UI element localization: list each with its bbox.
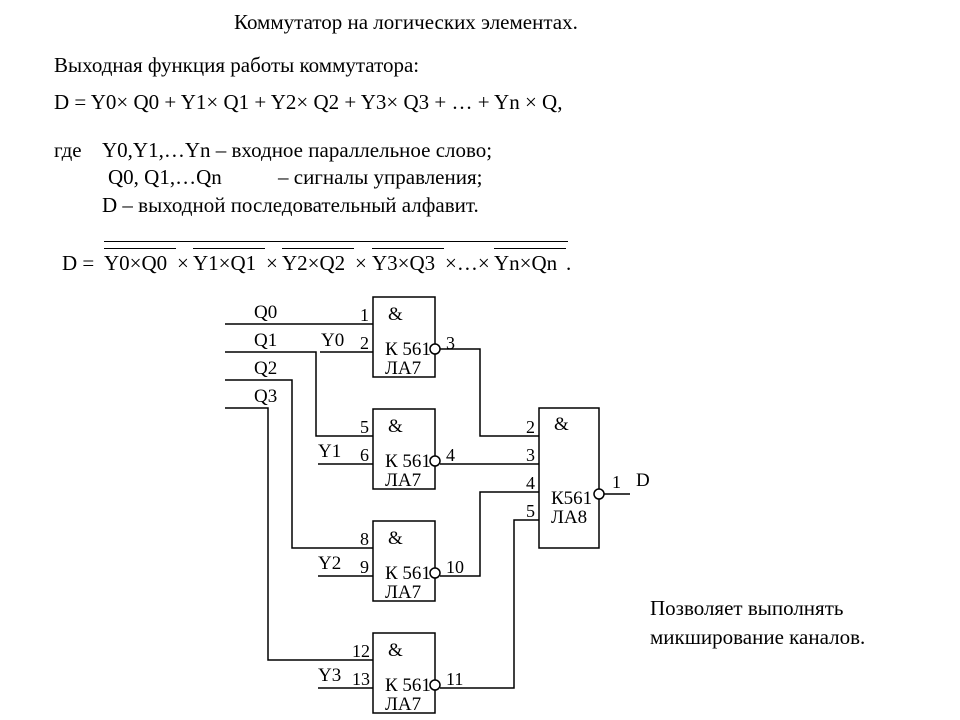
eq2-term-0: Y0×Q0 — [104, 251, 168, 275]
term-overline — [104, 248, 176, 249]
eq2-term-3: × — [266, 251, 278, 275]
gate-4-pin-out: 11 — [446, 669, 463, 689]
equation-1: D = Y0× Q0 + Y1× Q1 + Y2× Q2 + Y3× Q3 + … — [54, 90, 563, 114]
note-line-1: Позволяет выполнять — [650, 596, 844, 620]
output-gate-symbol: & — [554, 414, 569, 435]
inversion-bubble — [429, 567, 441, 579]
inversion-bubble — [593, 488, 605, 500]
intro-text: Выходная функция работы коммутатора: — [54, 53, 420, 77]
gate-1-pin-b: 2 — [360, 333, 369, 353]
output-gate — [538, 407, 600, 549]
gate-4-pin-a: 12 — [352, 641, 370, 661]
gate-2-chip-name: К 561 — [385, 451, 431, 472]
eq2-term-1: × — [177, 251, 189, 275]
gate-1-pin-out: 3 — [446, 333, 455, 353]
eq2-term-6: Y3×Q3 — [372, 251, 436, 275]
gate-3-chip-name: К 561 — [385, 563, 431, 584]
equation-2-lhs: D = — [62, 251, 95, 275]
q2-wire — [225, 379, 373, 549]
eq2-term-2: Y1×Q1 — [193, 251, 257, 275]
eq2-term-4: Y2×Q2 — [282, 251, 346, 275]
gate-2-pin-b: 6 — [360, 445, 369, 465]
gate-3-pin-a: 8 — [360, 529, 369, 549]
q3-label: Q3 — [254, 386, 277, 407]
gate-1-output-wire — [440, 348, 539, 437]
note-line-2: микширование каналов. — [650, 625, 866, 649]
page-title: Коммутатор на логических элементах. — [234, 10, 578, 34]
gate-3-pin-b: 9 — [360, 557, 369, 577]
gate-2-pin-a: 5 — [360, 417, 369, 437]
eq2-term-7: ×…× — [445, 251, 490, 275]
y2-label: Y2 — [318, 553, 341, 574]
where-label: где — [54, 138, 82, 162]
eq2-term-8: Yn×Qn — [494, 251, 558, 275]
gate-2-pin-out: 4 — [446, 445, 455, 465]
nand-gate-1 — [372, 296, 436, 378]
definition-line-2-left: Q0, Q1,…Qn — [108, 165, 222, 189]
output-gate-pin-4: 4 — [526, 473, 535, 493]
nand-gate-3 — [372, 520, 436, 602]
definition-line-1: Y0,Y1,…Yn – входное параллельное слово; — [102, 138, 493, 162]
y3-label: Y3 — [318, 665, 341, 686]
gate-1-chip-type: ЛА7 — [385, 358, 421, 379]
inversion-bubble — [429, 343, 441, 355]
output-gate-pin-5: 5 — [526, 501, 535, 521]
term-overline — [372, 248, 444, 249]
y1-label: Y1 — [318, 441, 341, 462]
inversion-bubble — [429, 455, 441, 467]
term-overline — [193, 248, 265, 249]
term-overline — [494, 248, 566, 249]
inversion-bubble — [429, 679, 441, 691]
output-label: D — [636, 470, 650, 491]
q0-label: Q0 — [254, 302, 277, 323]
gate-1-pin-a: 1 — [360, 305, 369, 325]
gate-4-chip-name: К 561 — [385, 675, 431, 696]
q2-label: Q2 — [254, 358, 277, 379]
gate-4-symbol: & — [388, 640, 403, 661]
eq2-term-9: . — [566, 251, 572, 275]
gate-1-symbol: & — [388, 304, 403, 325]
output-gate-pin-3: 3 — [526, 445, 535, 465]
gate-4-output-wire — [440, 519, 539, 689]
output-gate-chip-name: К561 — [551, 488, 592, 509]
definition-line-3: D – выходной последовательный алфавит. — [102, 193, 479, 217]
definition-line-2-right: – сигналы управления; — [278, 165, 483, 189]
gate-4-chip-type: ЛА7 — [385, 694, 421, 715]
output-gate-chip-type: ЛА8 — [551, 507, 587, 528]
q1-label: Q1 — [254, 330, 277, 351]
q1-wire — [225, 351, 373, 437]
gate-3-chip-type: ЛА7 — [385, 582, 421, 603]
output-pin: 1 — [612, 472, 621, 492]
gate-4-pin-b: 13 — [352, 669, 370, 689]
gate-3-output-wire — [440, 491, 539, 577]
gate-3-pin-out: 10 — [446, 557, 464, 577]
gate-3-symbol: & — [388, 528, 403, 549]
nand-gate-4 — [372, 632, 436, 714]
outer-overline — [104, 241, 568, 242]
nand-gate-2 — [372, 408, 436, 490]
output-gate-pin-2: 2 — [526, 417, 535, 437]
gate-1-chip-name: К 561 — [385, 339, 431, 360]
y0-label: Y0 — [321, 330, 344, 351]
eq2-term-5: × — [355, 251, 367, 275]
gate-2-symbol: & — [388, 416, 403, 437]
gate-2-chip-type: ЛА7 — [385, 470, 421, 491]
q3-wire — [225, 407, 373, 661]
term-overline — [282, 248, 354, 249]
